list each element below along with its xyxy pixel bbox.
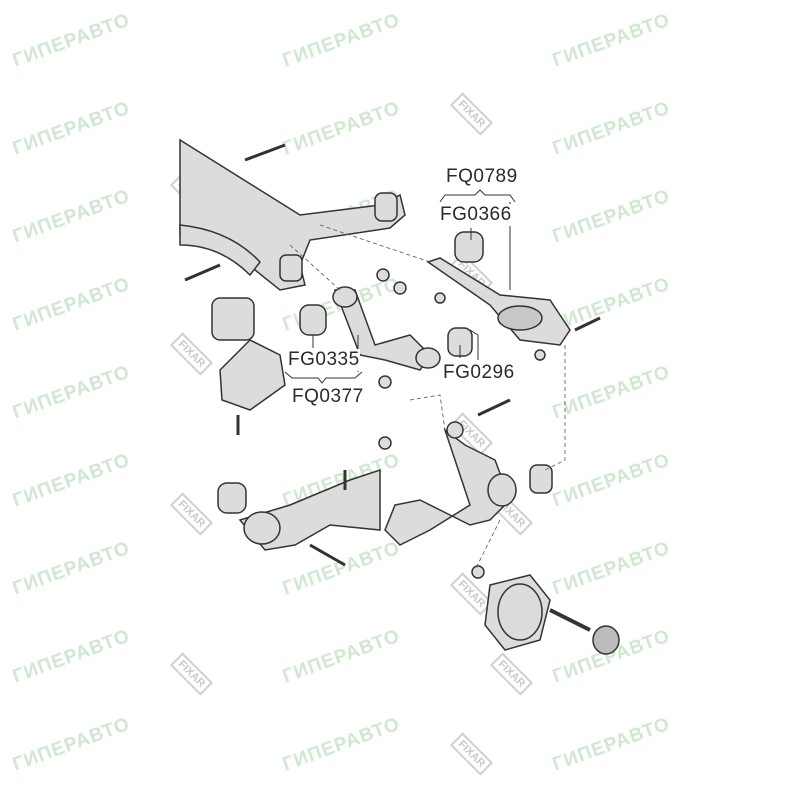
subframe-lower-bar <box>179 224 261 277</box>
label-fg0335: FG0335 <box>288 349 360 371</box>
hub-cap <box>592 625 620 655</box>
label-fg0366: FG0366 <box>440 204 512 226</box>
bushing-fg0335 <box>299 304 327 336</box>
bolt-trailing <box>309 543 346 567</box>
bushing-knuckle <box>529 464 553 494</box>
rubber-mount <box>211 297 255 341</box>
bolt-arm <box>574 316 601 332</box>
bolt-top <box>244 143 286 162</box>
wheel-knuckle <box>384 427 511 546</box>
subframe-bushing <box>279 254 303 282</box>
subframe-top-bushing <box>374 192 398 222</box>
label-fq0377: FQ0377 <box>292 386 364 408</box>
mount-bracket <box>219 339 286 411</box>
bushing-trailing <box>217 482 247 514</box>
bushing-fg0366 <box>454 231 484 263</box>
hub-bolt <box>549 608 591 632</box>
bolt-left <box>184 263 221 282</box>
bracket-fg0296 <box>459 329 479 360</box>
bolt-knuckle <box>477 398 511 417</box>
label-fg0296: FG0296 <box>443 362 515 384</box>
label-fq0789: FQ0789 <box>446 166 518 188</box>
